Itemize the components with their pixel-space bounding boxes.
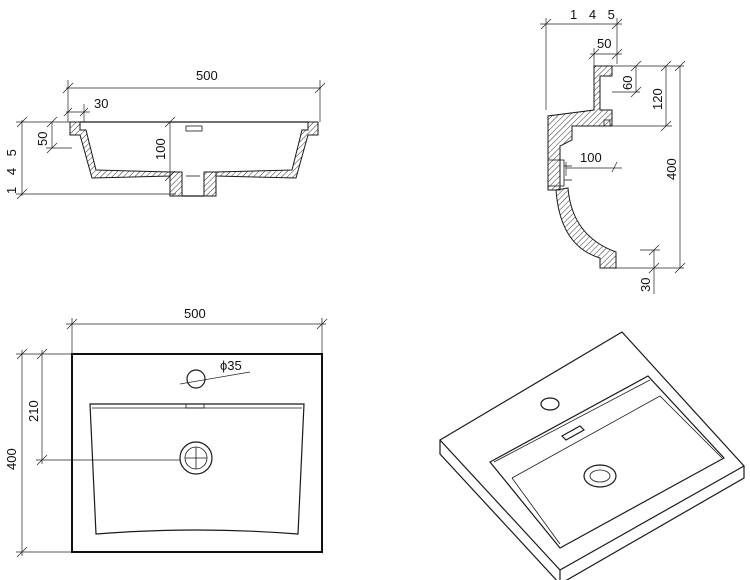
side-bottom-label: 30: [638, 278, 653, 292]
front-width-label: 500: [196, 68, 218, 83]
drain-icon: [179, 441, 213, 475]
iso-drain-icon: [583, 464, 617, 488]
front-depth-label: 100: [153, 138, 168, 160]
side-depth-label: 100: [580, 150, 602, 165]
side-top-label: 50: [597, 36, 611, 51]
plan-hole-offset-label: 210: [26, 400, 41, 422]
side-section-view: 1 4 5 50 60 120 400 100 30: [540, 7, 686, 294]
side-mid-label: 120: [650, 88, 665, 110]
front-rim-label: 30: [94, 96, 108, 111]
side-length-label: 400: [664, 158, 679, 180]
plan-hole-label: ϕ35: [220, 358, 242, 373]
plan-view: 500 400 210 ϕ35: [4, 306, 328, 558]
tap-hole: [186, 369, 206, 389]
side-upper-label: 60: [620, 76, 635, 90]
plan-width-label: 500: [184, 306, 206, 321]
side-total-label: 1 4 5: [570, 7, 619, 22]
front-section-view: 500 30 1 4 5 50 100: [4, 68, 326, 200]
plan-length-label: 400: [4, 448, 19, 470]
front-rim-height-label: 50: [35, 132, 50, 146]
front-total-height-label: 1 4 5: [4, 145, 19, 194]
isometric-view: [439, 331, 745, 580]
